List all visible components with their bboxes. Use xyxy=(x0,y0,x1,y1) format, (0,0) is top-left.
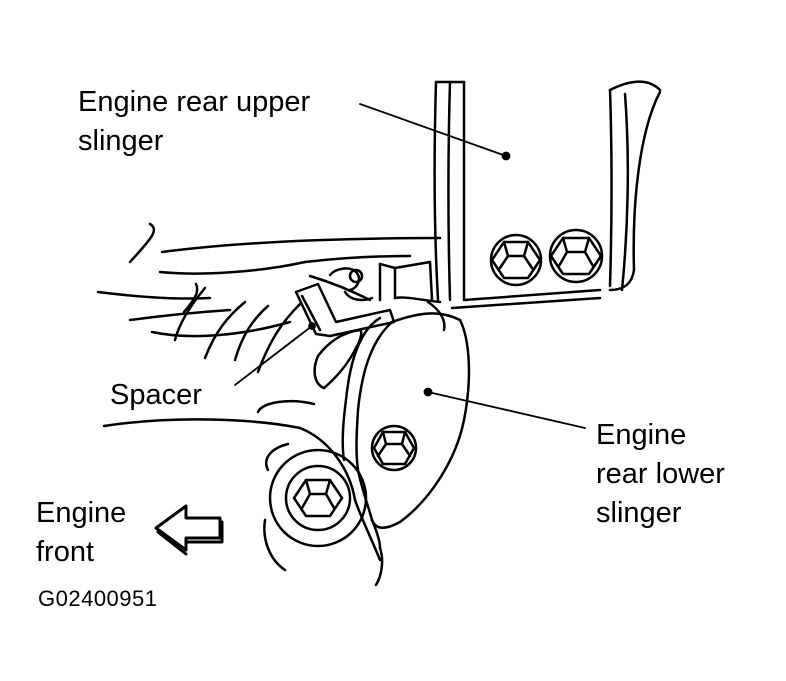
leader-lower-slinger xyxy=(427,391,586,429)
figure-code: G02400951 xyxy=(38,586,158,611)
label-lower-slinger-line2: rear lower xyxy=(596,458,725,490)
leader-upper-slinger xyxy=(359,103,507,157)
bolt-upper-right xyxy=(548,228,604,284)
label-upper-slinger-line1: Engine rear upper xyxy=(78,86,311,118)
label-upper-slinger: Engine rear upper slinger xyxy=(78,83,310,161)
label-engine-front-line2: front xyxy=(36,536,95,568)
label-lower-slinger: Engine rear lower slinger xyxy=(596,416,725,533)
lower-slinger-bracket xyxy=(341,300,471,587)
leader-lines xyxy=(234,103,586,429)
spacer-part xyxy=(294,282,396,390)
upper-slinger-bracket xyxy=(378,80,662,310)
engine-front-arrow-shadow xyxy=(156,520,224,556)
label-engine-front-line1: Engine xyxy=(36,497,127,529)
label-engine-front: Engine front xyxy=(36,494,126,572)
bolt-upper-left xyxy=(489,233,543,287)
leader-spacer xyxy=(234,325,313,386)
bolt-middle xyxy=(370,424,418,472)
label-lower-slinger-line1: Engine xyxy=(596,419,687,451)
label-spacer: Spacer xyxy=(110,376,202,415)
bolt-lower xyxy=(268,448,368,548)
engine-block xyxy=(96,222,442,572)
label-spacer-text: Spacer xyxy=(110,379,202,411)
label-lower-slinger-line3: slinger xyxy=(596,497,682,529)
engine-front-arrow-icon xyxy=(154,504,222,552)
label-upper-slinger-line2: slinger xyxy=(78,125,164,157)
